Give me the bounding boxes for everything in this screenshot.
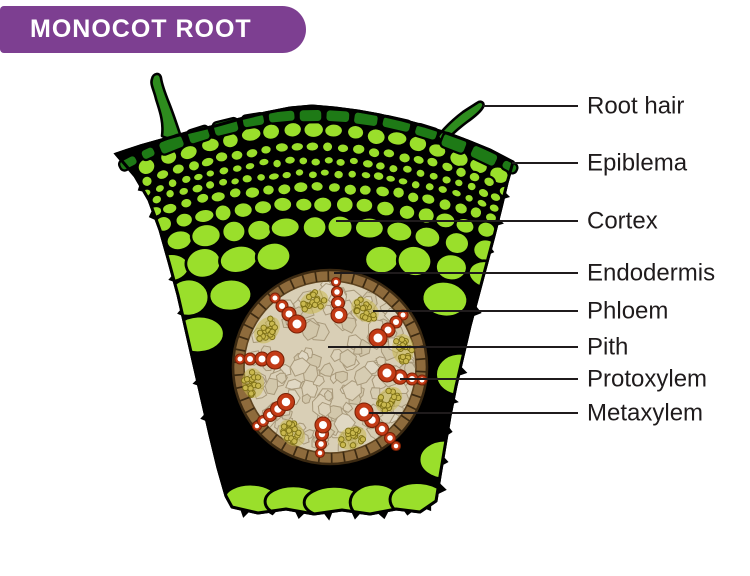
label-annotations: Root hair Epiblema Cortex Endodermis Phl… [328,93,715,427]
phloem-cluster [299,289,329,314]
root-body-outline [114,104,515,516]
cortex-cells [136,120,513,514]
xylem-arm [368,309,409,348]
phloem-clusters [241,289,415,450]
xylem-arm [234,350,285,370]
stele [231,268,429,466]
phloem-cluster [241,368,265,398]
annotation-protoxylem: Protoxylem [400,366,707,393]
label-pith: Pith [587,334,628,361]
label-phloem: Phloem [587,298,668,325]
annotation-cortex: Cortex [336,208,658,235]
label-metaxylem: Metaxylem [587,400,703,427]
label-epiblema: Epiblema [587,150,688,177]
annotation-root-hair: Root hair [483,93,684,120]
phloem-cluster [351,296,379,323]
phloem-cluster [254,315,280,344]
annotation-pith: Pith [328,334,628,361]
xylem-arm [330,276,348,324]
annotation-endodermis: Endodermis [334,260,715,287]
root-tissue-art [113,72,519,521]
xylem-arm [251,392,296,432]
xylem-arms [234,276,428,459]
label-endodermis: Endodermis [587,260,715,287]
phloem-cluster [279,419,305,447]
label-cortex: Cortex [587,208,658,235]
xylem-arm [314,416,332,459]
banner-title: MONOCOT ROOT [30,15,252,43]
title-banner: MONOCOT ROOT [0,6,306,53]
annotation-phloem: Phloem [373,298,668,325]
annotation-metaxylem: Metaxylem [369,400,703,427]
annotation-epiblema: Epiblema [512,150,688,177]
xylem-arm [354,402,402,452]
phloem-cluster [375,386,403,414]
xylem-arm [269,292,307,334]
root-hair-left [150,72,182,140]
phloem-cluster [337,426,367,450]
label-root-hair: Root hair [587,93,684,120]
label-protoxylem: Protoxylem [587,366,707,393]
